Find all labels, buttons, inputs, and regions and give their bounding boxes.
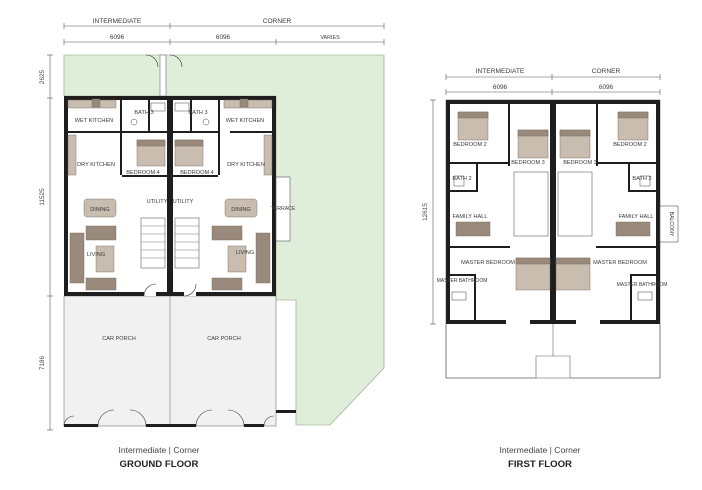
ground-room-living-intermediate: LIVING bbox=[87, 252, 105, 258]
first-room-master-bathroom-corner: MASTER BATHROOM bbox=[617, 282, 668, 288]
ground-floor-plan: INTERMEDIATE CORNER 6096 6096 VARIES 262… bbox=[39, 18, 385, 470]
ground-header-corner: CORNER bbox=[263, 18, 292, 25]
ground-dim-left-3: 7186 bbox=[39, 355, 46, 370]
first-room-master-bedroom-corner: MASTER BEDROOM bbox=[593, 260, 647, 266]
ground-top-dimensions: INTERMEDIATE CORNER 6096 6096 VARIES bbox=[63, 18, 385, 45]
ground-room-utility-corner: UTILITY bbox=[173, 199, 194, 205]
ground-room-bedroom4-intermediate: BEDROOM 4 bbox=[126, 170, 160, 176]
first-room-family-hall-intermediate: FAMILY HALL bbox=[453, 214, 488, 220]
ground-room-car-porch-intermediate: CAR PORCH bbox=[102, 336, 136, 342]
first-room-bedroom2-corner: BEDROOM 2 bbox=[613, 142, 647, 148]
first-floor-plan: INTERMEDIATE CORNER 6096 6096 12615 bbox=[422, 68, 679, 470]
ground-caption-title: GROUND FLOOR bbox=[120, 459, 199, 470]
first-room-bath2-intermediate: BATH 2 bbox=[452, 176, 471, 182]
ground-left-dimensions: 2625 11525 7186 bbox=[39, 54, 53, 431]
first-dim-top-2: 6096 bbox=[599, 84, 614, 91]
ground-dim-left-2: 11525 bbox=[39, 188, 46, 206]
ground-header-intermediate: INTERMEDIATE bbox=[93, 18, 142, 25]
ground-room-living-corner: LIVING bbox=[236, 250, 254, 256]
ground-room-terrace: TERRACE bbox=[271, 206, 296, 212]
ground-room-dining-intermediate: DINING bbox=[90, 207, 110, 213]
ground-caption-subtitle: Intermediate | Corner bbox=[118, 445, 199, 455]
first-room-master-bedroom-intermediate: MASTER BEDROOM bbox=[461, 260, 515, 266]
ground-room-car-porch-corner: CAR PORCH bbox=[207, 336, 241, 342]
ground-dim-top-3: VARIES bbox=[320, 35, 340, 41]
ground-room-dining-corner: DINING bbox=[231, 207, 251, 213]
ground-room-bedroom4-corner: BEDROOM 4 bbox=[180, 170, 214, 176]
ground-room-utility-intermediate: UTILITY bbox=[147, 199, 168, 205]
first-top-dimensions: INTERMEDIATE CORNER 6096 6096 bbox=[445, 68, 661, 95]
ground-room-dry-kitchen-corner: DRY KITCHEN bbox=[227, 162, 265, 168]
ground-room-bath3-corner: BATH 3 bbox=[188, 110, 207, 116]
first-room-master-bathroom-intermediate: MASTER BATHROOM bbox=[437, 278, 488, 284]
first-left-dimensions: 12615 bbox=[422, 99, 436, 325]
ground-room-dry-kitchen-intermediate: DRY KITCHEN bbox=[77, 162, 115, 168]
first-header-intermediate: INTERMEDIATE bbox=[476, 68, 525, 75]
first-caption-subtitle: Intermediate | Corner bbox=[499, 445, 580, 455]
ground-dim-left-1: 2625 bbox=[39, 69, 46, 84]
first-room-bedroom2-intermediate: BEDROOM 2 bbox=[453, 142, 487, 148]
ground-dim-top-2: 6096 bbox=[216, 34, 231, 41]
first-room-bedroom3-intermediate: BEDROOM 3 bbox=[511, 160, 545, 166]
first-header-corner: CORNER bbox=[592, 68, 621, 75]
ground-room-wet-kitchen-corner: WET KITCHEN bbox=[226, 118, 264, 124]
first-room-bedroom3-corner: BEDROOM 3 bbox=[563, 160, 597, 166]
first-dim-top-1: 6096 bbox=[493, 84, 508, 91]
first-caption-title: FIRST FLOOR bbox=[508, 459, 572, 470]
first-room-balcony: BALCONY bbox=[668, 212, 674, 237]
first-room-bath2-corner: BATH 2 bbox=[632, 176, 651, 182]
ground-room-bath3-intermediate: BATH 3 bbox=[134, 110, 153, 116]
first-dim-left: 12615 bbox=[422, 203, 429, 221]
ground-room-wet-kitchen-intermediate: WET KITCHEN bbox=[75, 118, 113, 124]
ground-dim-top-1: 6096 bbox=[110, 34, 125, 41]
first-room-family-hall-corner: FAMILY HALL bbox=[619, 214, 654, 220]
